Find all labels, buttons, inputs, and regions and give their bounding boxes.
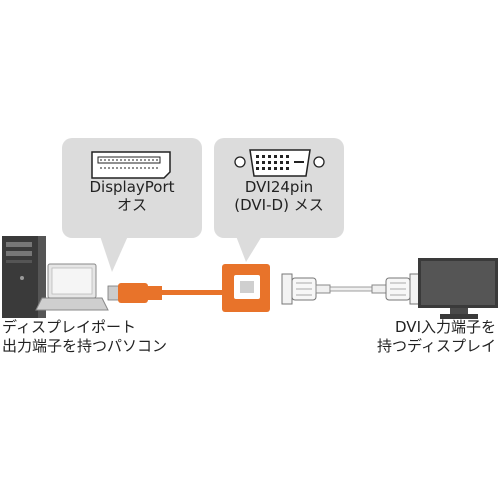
- display-caption: DVI入力端子を 持つディスプレイ: [377, 318, 496, 356]
- dvi-cable: [329, 286, 373, 292]
- adapter-cable: [162, 290, 224, 295]
- dvi-label-line2: (DVI-D) メス: [234, 196, 324, 214]
- pc-caption-line2: 出力端子を持つパソコン: [2, 337, 168, 355]
- pc-caption-line1: ディスプレイポート: [2, 318, 136, 336]
- dvi-bubble: [214, 138, 344, 262]
- pc-tower-icon: [2, 236, 46, 318]
- displayport-label-line1: DisplayPort: [89, 178, 175, 196]
- display-caption-line1: DVI入力端子を: [395, 318, 496, 336]
- displayport-plug: [107, 283, 162, 303]
- laptop-icon: [35, 263, 109, 311]
- dvi-label-line1: DVI24pin: [244, 178, 314, 196]
- pc-caption: ディスプレイポート 出力端子を持つパソコン: [2, 318, 167, 356]
- dvi-connector-icon: [234, 149, 325, 177]
- dvi-cable-left-plug: [281, 273, 331, 305]
- dvi-adapter-box: [222, 264, 270, 312]
- monitor-icon: [418, 258, 498, 319]
- display-caption-line2: 持つディスプレイ: [377, 337, 496, 355]
- displayport-label: DisplayPort オス: [62, 178, 202, 214]
- dvi-cable-right-plug: [371, 273, 421, 305]
- displayport-label-line2: オス: [116, 196, 147, 214]
- dvi-label: DVI24pin (DVI-D) メス: [209, 178, 349, 214]
- displayport-connector-icon: [91, 151, 171, 179]
